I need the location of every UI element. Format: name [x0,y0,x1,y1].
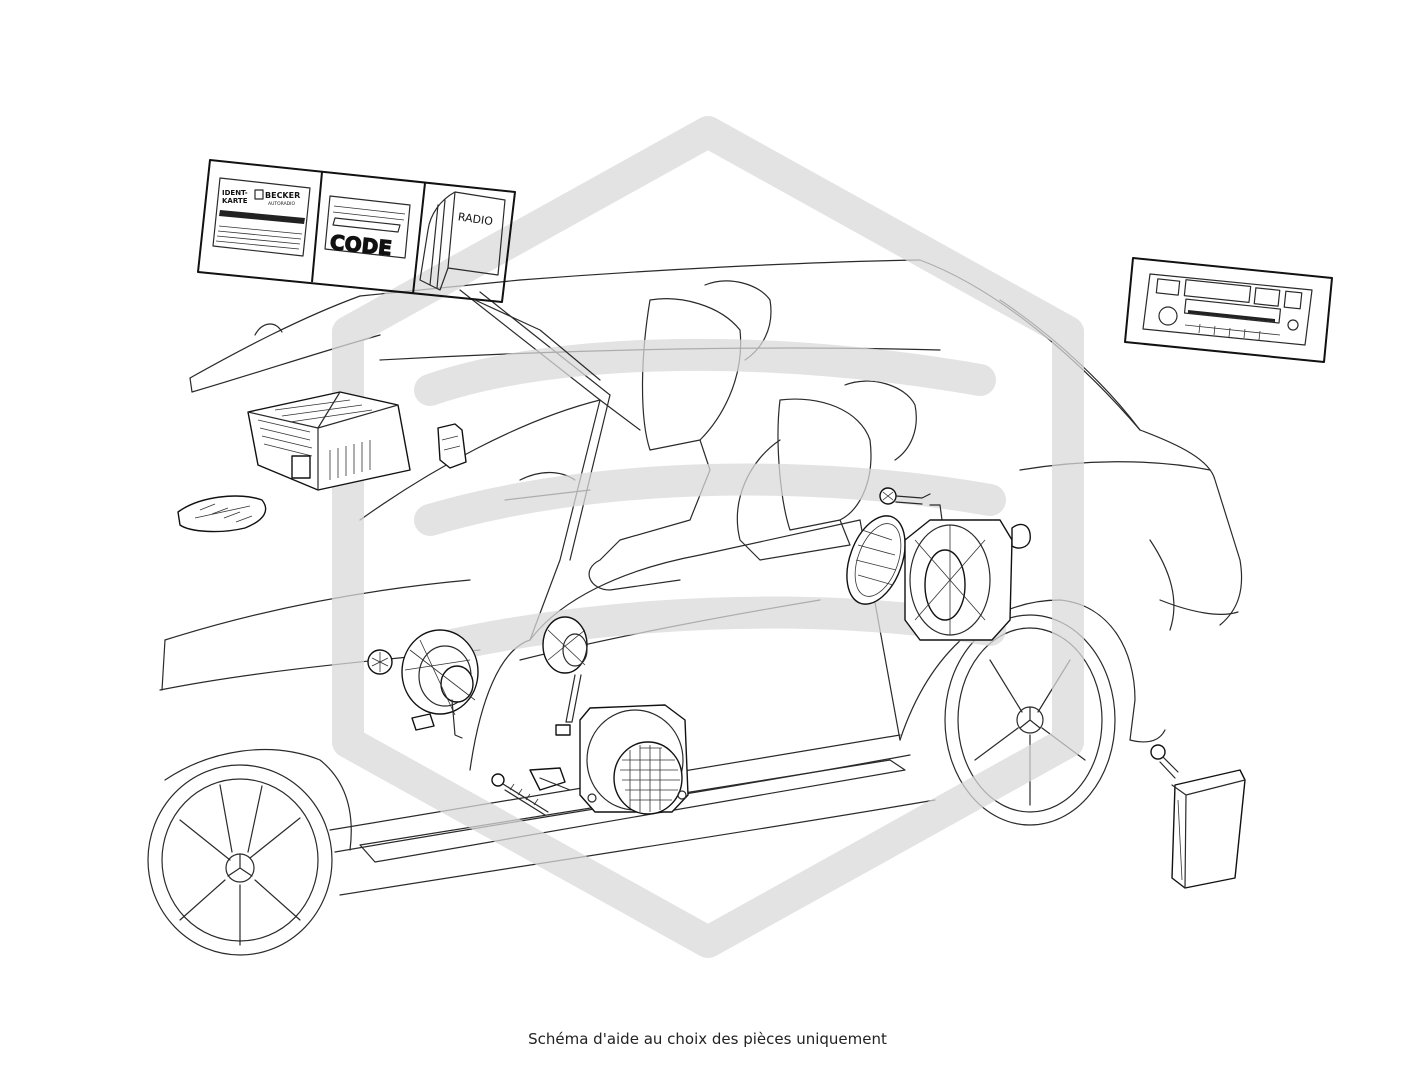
front-wheel [147,764,333,956]
diagram-caption: Schéma d'aide au choix des pièces unique… [528,1030,887,1048]
code-card: CODE [324,195,411,261]
radio-booklet: RADIO [419,191,506,291]
booklet-label: RADIO [457,210,494,228]
radio-head-unit [247,391,411,491]
ident-card-label-1: IDENT- [222,189,248,197]
brand-sub-label: AUTORADIO [268,201,295,207]
door-midrange-speaker [542,616,588,736]
switch-module [437,423,467,469]
door-bass-speaker [579,704,689,815]
rear-speaker [846,515,1031,641]
front-door-speaker [367,629,479,739]
mounting-screws [491,487,1179,816]
code-label: CODE [329,230,393,260]
remote-keypad [177,495,267,533]
brand-label: BECKER [265,191,300,200]
ident-card-label-2: KARTE [222,197,248,205]
amplifier-module [1171,769,1246,889]
ident-card: IDENT- KARTE BECKER AUTORADIO [212,177,311,257]
radio-faceplate-callout [1124,257,1333,363]
callout-leader-line [474,299,601,381]
radio-documents-callout: IDENT- KARTE BECKER AUTORADIO CODE RADIO [197,159,516,303]
